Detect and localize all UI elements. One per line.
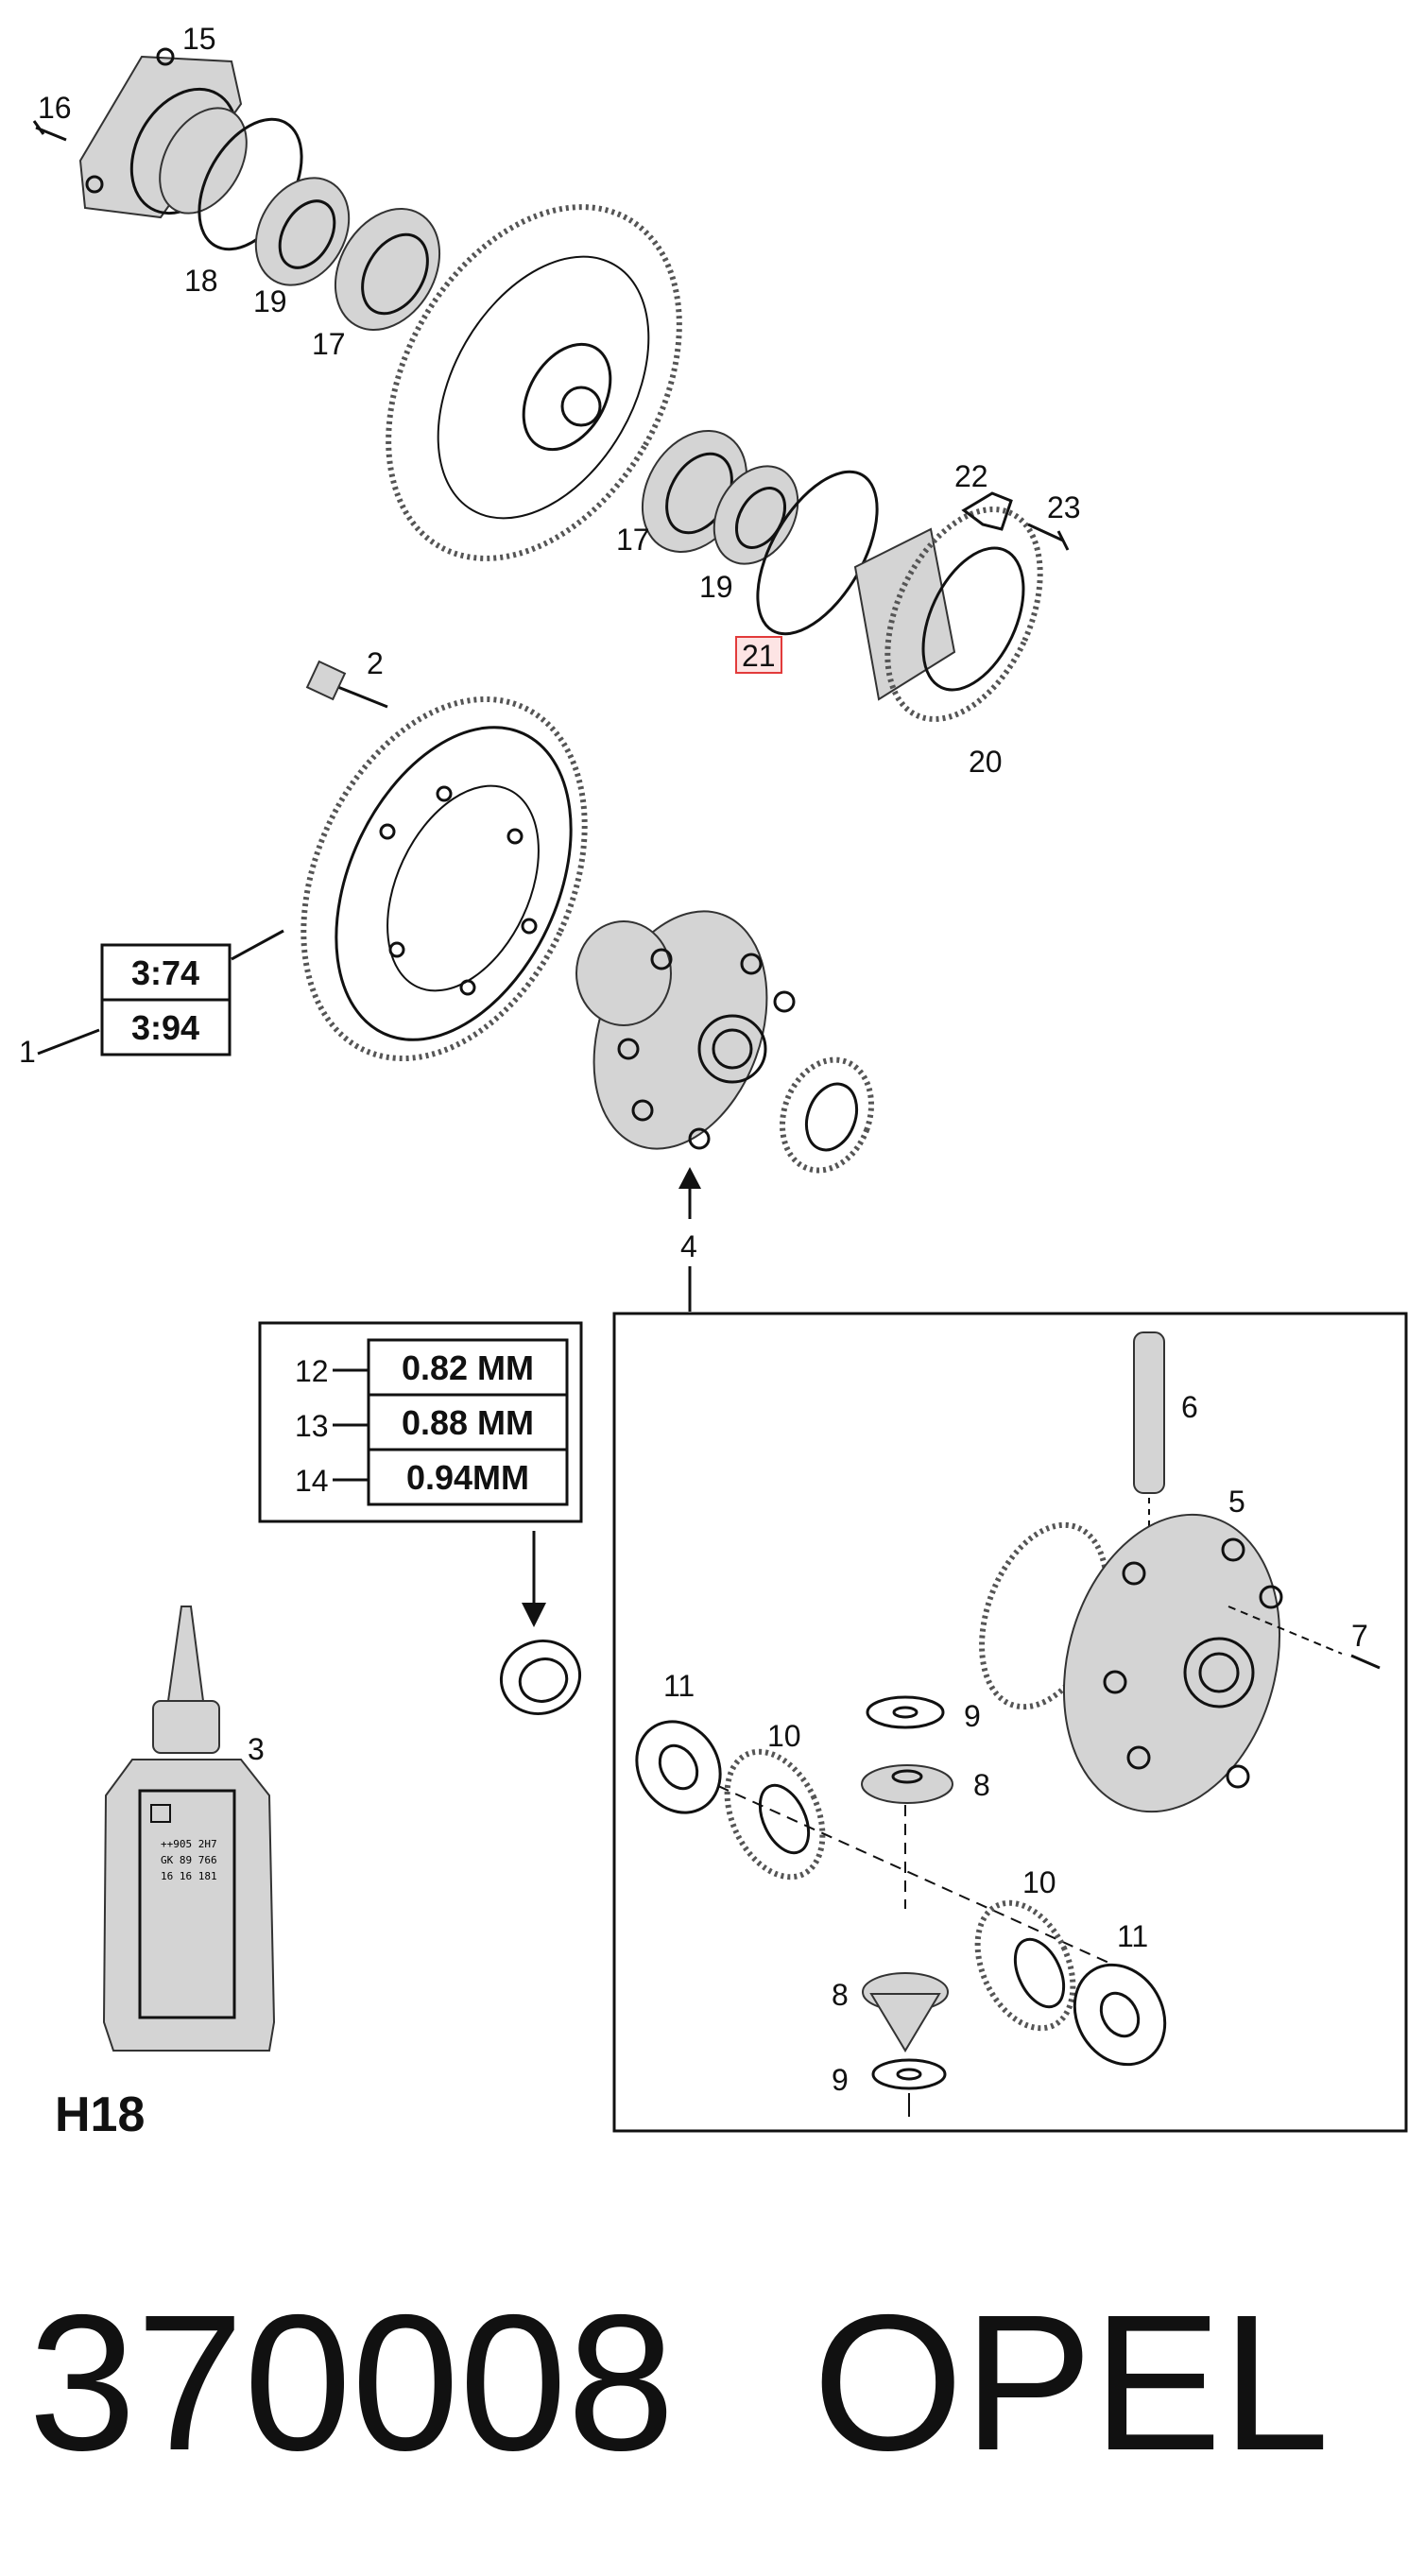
callout-6: 6 bbox=[1181, 1390, 1198, 1424]
callout-14: 14 bbox=[295, 1464, 329, 1498]
callout-18: 18 bbox=[184, 264, 218, 298]
callout-11b: 11 bbox=[1117, 1919, 1148, 1953]
bottle-label-line-3: 16 16 181 bbox=[161, 1870, 217, 1882]
differential-case bbox=[575, 910, 796, 1150]
shim-row-2: 0.88 MM bbox=[402, 1403, 534, 1442]
callout-8a: 8 bbox=[973, 1768, 990, 1802]
arrow-to-case bbox=[678, 1167, 701, 1312]
callout-21-highlight bbox=[735, 636, 782, 674]
callout-11a: 11 bbox=[663, 1669, 695, 1703]
callout-4: 4 bbox=[680, 1229, 697, 1263]
callout-19b: 19 bbox=[699, 570, 733, 604]
callout-22: 22 bbox=[954, 459, 988, 493]
callout-16: 16 bbox=[38, 91, 72, 125]
callout-12: 12 bbox=[295, 1354, 329, 1388]
inset-case bbox=[979, 1513, 1381, 1813]
callout-15: 15 bbox=[182, 22, 216, 56]
bearing-flange-assembly bbox=[32, 47, 441, 331]
bottle-label-line-1: ++905 2H7 bbox=[161, 1838, 217, 1850]
ratio-bottom: 3:94 bbox=[131, 1008, 199, 1047]
bottle-code: H18 bbox=[55, 2087, 145, 2142]
ring-gear bbox=[300, 660, 588, 1062]
callout-7: 7 bbox=[1351, 1619, 1368, 1653]
callout-9b: 9 bbox=[832, 2063, 849, 2097]
shim-box: 0.82 MM 0.88 MM 0.94MM bbox=[258, 1321, 583, 1627]
callout-8b: 8 bbox=[832, 1978, 849, 2012]
callout-3: 3 bbox=[248, 1732, 265, 1766]
shim-washer bbox=[499, 1640, 582, 1715]
right-bearing-assembly bbox=[641, 430, 1070, 722]
side-gears-and-pinions bbox=[635, 1695, 1167, 2117]
callout-10b: 10 bbox=[1022, 1865, 1056, 1899]
bottle-label-line-2: GK 89 766 bbox=[161, 1854, 217, 1866]
callout-1: 1 bbox=[19, 1035, 36, 1069]
shim-row-1: 0.82 MM bbox=[402, 1348, 534, 1387]
callout-20: 20 bbox=[969, 745, 1003, 779]
ratio-top: 3:74 bbox=[131, 953, 199, 992]
callout-13: 13 bbox=[295, 1409, 329, 1443]
ratio-box: 3:74 3:94 bbox=[37, 929, 284, 1056]
shim-row-3: 0.94MM bbox=[406, 1458, 529, 1497]
callout-17b: 17 bbox=[616, 523, 650, 557]
callout-19a: 19 bbox=[253, 284, 287, 318]
callout-17a: 17 bbox=[312, 327, 346, 361]
callout-2: 2 bbox=[367, 646, 384, 680]
callout-labels: 15 16 18 19 17 17 19 21 22 23 20 2 1 4 1… bbox=[19, 22, 1368, 2097]
lubricant-bottle: ++905 2H7 GK 89 766 16 16 181 bbox=[102, 1606, 276, 2052]
callout-10a: 10 bbox=[767, 1719, 801, 1753]
part-number: 370008 bbox=[28, 2275, 675, 2491]
case-bearing bbox=[779, 1056, 875, 1174]
callout-5: 5 bbox=[1228, 1485, 1245, 1519]
crown-wheel-background bbox=[386, 204, 682, 561]
callout-21: 21 bbox=[742, 639, 776, 673]
cross-pin bbox=[1133, 1331, 1165, 1550]
brand-name: OPEL bbox=[813, 2275, 1330, 2491]
inset-box bbox=[612, 1312, 1408, 2133]
callout-9a: 9 bbox=[964, 1699, 981, 1733]
callout-23: 23 bbox=[1047, 490, 1081, 524]
